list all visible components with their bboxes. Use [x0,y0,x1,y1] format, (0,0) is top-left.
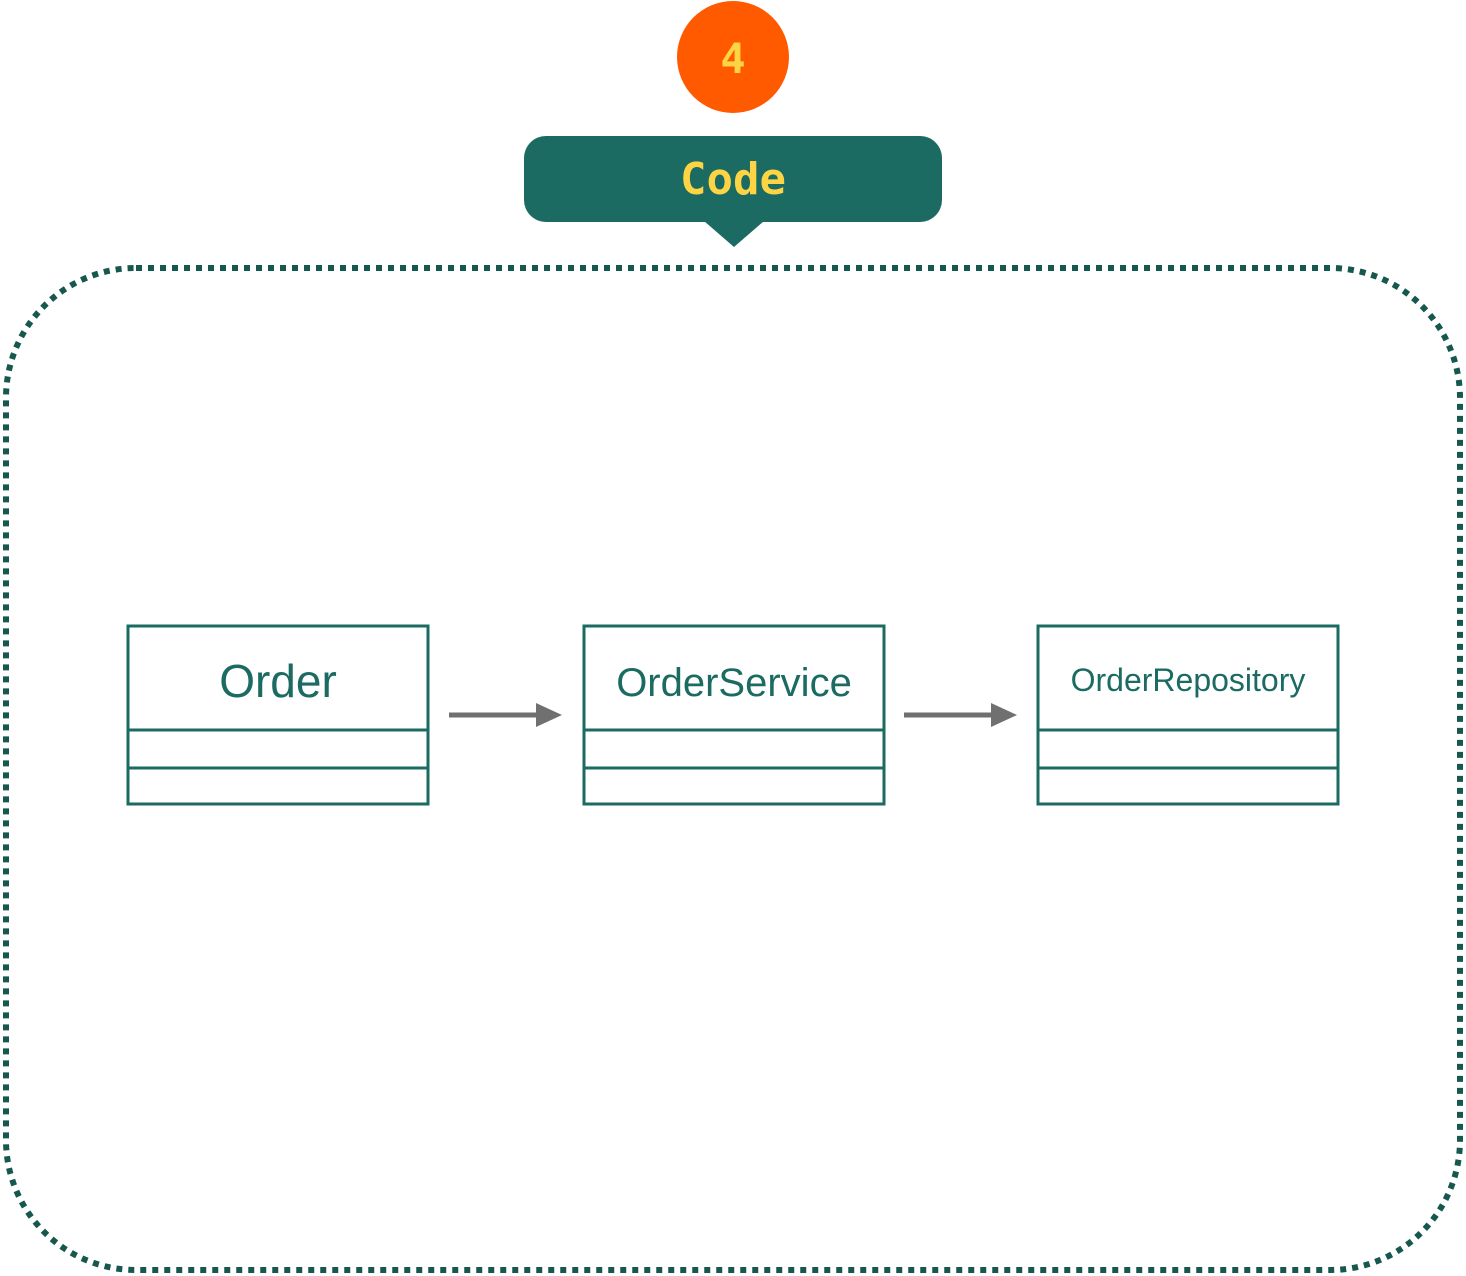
title-callout: Code [524,136,942,247]
title-label: Code [680,154,786,205]
step-badge-number: 4 [720,34,745,83]
class-name: OrderService [616,661,852,705]
class-box-order[interactable]: Order [126,624,430,806]
arrow-order-to-service [449,703,562,727]
class-box-order-service[interactable]: OrderService [582,624,886,806]
class-box-order-repository[interactable]: OrderRepository [1036,624,1340,806]
arrow-service-to-repository [904,703,1017,727]
boundary-container [3,265,1463,1273]
class-name: OrderRepository [1071,662,1306,698]
class-name: Order [219,655,337,707]
step-badge [677,1,789,113]
